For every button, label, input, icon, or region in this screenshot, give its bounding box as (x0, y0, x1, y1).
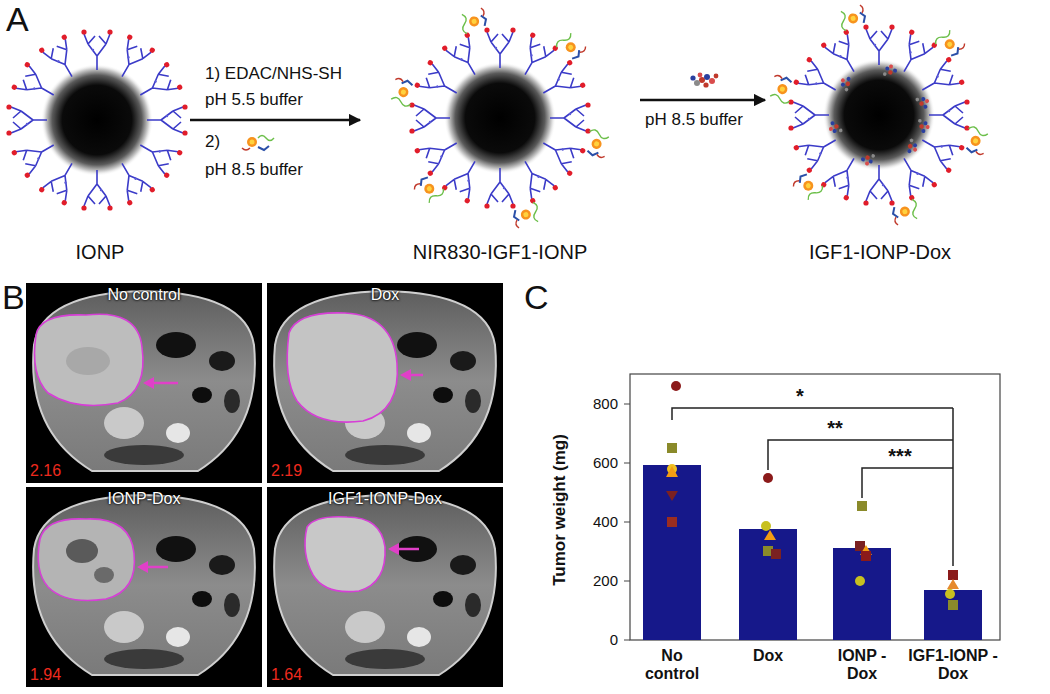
image-title: Dox (371, 286, 399, 304)
mri-panel: IGF1-IONP-Dox 1.64 (267, 487, 503, 687)
reaction-condition: pH 8.5 buffer (645, 110, 743, 130)
image-value: 2.19 (271, 462, 302, 480)
step-number: 2) (205, 132, 220, 152)
image-value: 1.94 (30, 666, 61, 684)
significance-mark: *** (888, 446, 911, 466)
image-title: No control (108, 286, 181, 304)
reaction-condition: pH 5.5 buffer (205, 90, 303, 110)
axis-tick: 600 (578, 454, 618, 471)
axis-tick: 400 (578, 513, 618, 530)
significance-mark: ** (827, 418, 843, 438)
mri-image (26, 283, 262, 483)
panel-letter: C (524, 278, 549, 317)
reaction-condition: pH 8.5 buffer (205, 160, 303, 180)
axis-title: Tumor weight (mg) (550, 434, 570, 586)
category-label: No control (639, 647, 705, 683)
image-title: IGF1-IONP-Dox (328, 490, 442, 508)
bar-chart (624, 374, 1000, 640)
axis-tick: 200 (578, 572, 618, 589)
mri-panel: Dox 2.19 (267, 283, 503, 483)
reaction-arrow (190, 119, 360, 122)
particle-label: IGF1-IONP-Dox (809, 241, 951, 264)
category-label: IGF1-IONP -Dox (907, 647, 999, 683)
significance-mark: * (796, 386, 804, 406)
igf1-ionp-dox-particle (768, 5, 989, 226)
category-label: IONP -Dox (829, 647, 895, 683)
panel-letter: B (2, 278, 25, 317)
particle-label: IONP (76, 241, 125, 264)
image-value: 2.16 (30, 462, 61, 480)
mri-panel: IONP-Dox 1.94 (26, 487, 262, 687)
igf1-ionp-particle (389, 8, 610, 229)
image-value: 1.64 (271, 666, 302, 684)
axis-tick: 800 (578, 395, 618, 412)
mri-image (267, 487, 503, 687)
reaction-condition: 1) EDAC/NHS-SH (205, 64, 342, 84)
dox-molecule-icon (690, 73, 718, 88)
image-title: IONP-Dox (108, 490, 181, 508)
mri-panel: No control 2.16 (26, 283, 262, 483)
nanoparticle-node: NIR830-IGF1-IONP (360, 30, 640, 268)
nanoparticle-node: IGF1-IONP-Dox (765, 30, 995, 268)
axis-tick: 0 (578, 631, 618, 648)
reaction-arrow (640, 99, 765, 102)
mri-image (267, 283, 503, 483)
ligand-icon (242, 136, 274, 151)
particle-label: NIR830-IGF1-IONP (413, 241, 587, 264)
ionp-particle (6, 29, 187, 210)
category-label: Dox (735, 647, 801, 665)
panel-letter: A (6, 0, 29, 39)
nanoparticle-node: IONP (10, 30, 190, 268)
mri-image (26, 487, 262, 687)
